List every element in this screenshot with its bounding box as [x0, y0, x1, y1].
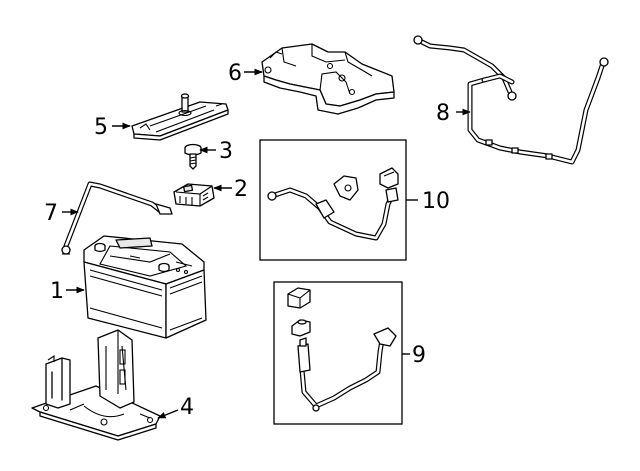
- hold-down-clamp-part[interactable]: [131, 93, 229, 141]
- bolt-part[interactable]: [184, 143, 202, 170]
- callout-6: 6: [228, 61, 242, 86]
- part-9-box: [273, 281, 403, 425]
- terminal-cover-part[interactable]: [173, 183, 215, 207]
- battery-part[interactable]: [83, 235, 207, 339]
- callout-5: 5: [94, 115, 108, 140]
- callout-7: 7: [44, 201, 58, 226]
- positive-cable-assembly-part[interactable]: [267, 167, 399, 241]
- callout-9: 9: [412, 343, 426, 368]
- insulator-cover-part[interactable]: [261, 43, 395, 115]
- ground-cable-part[interactable]: [413, 35, 609, 165]
- negative-cable-assembly-part[interactable]: [287, 287, 397, 412]
- callout-leaders: [62, 68, 471, 419]
- part-10-box: [259, 139, 407, 261]
- callout-1: 1: [50, 279, 64, 304]
- callout-8: 8: [436, 101, 450, 126]
- callout-2: 2: [234, 177, 248, 202]
- callout-4: 4: [180, 395, 194, 420]
- callout-3: 3: [219, 139, 233, 164]
- battery-tray-part[interactable]: [31, 329, 161, 441]
- hold-down-rod-part[interactable]: [61, 181, 173, 255]
- callout-10: 10: [422, 189, 450, 214]
